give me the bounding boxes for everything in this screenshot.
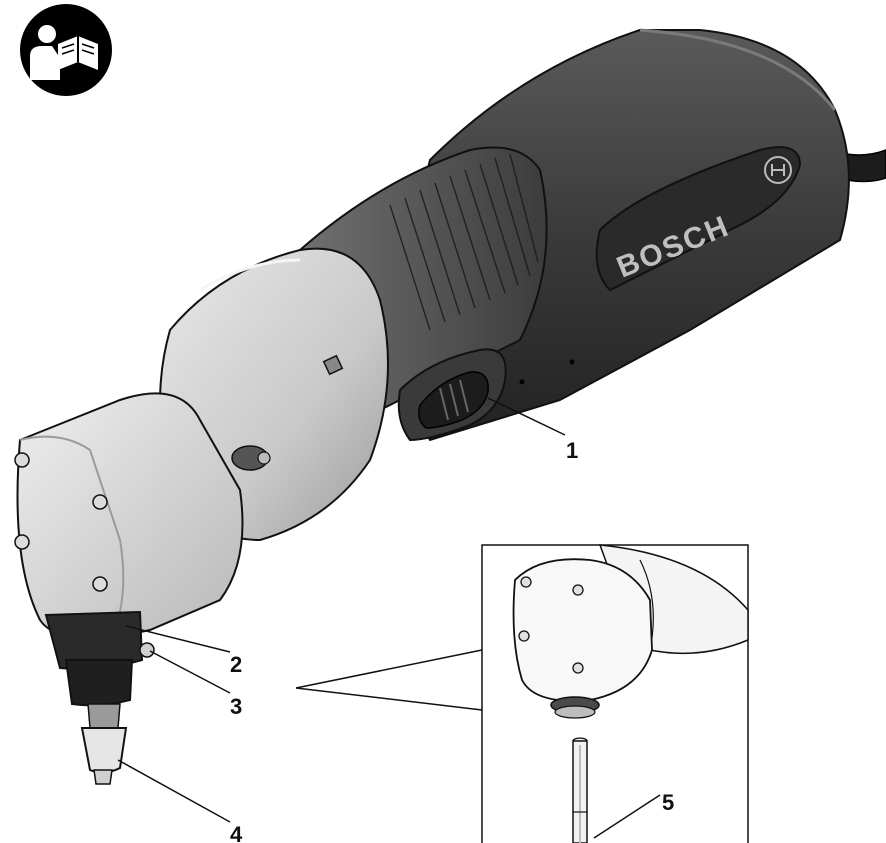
callout-5: 5 bbox=[662, 790, 674, 815]
inset-detail bbox=[295, 544, 749, 843]
read-manual-icon bbox=[20, 4, 112, 96]
cutting-head bbox=[14, 392, 244, 641]
brand-emblem-icon bbox=[764, 156, 792, 184]
die-holder bbox=[44, 610, 155, 785]
locking-screw bbox=[139, 642, 155, 658]
die bbox=[80, 727, 128, 774]
callout-1: 1 bbox=[566, 438, 578, 463]
callout-4: 4 bbox=[230, 822, 243, 843]
leader-lines bbox=[117, 397, 661, 839]
brand-panel bbox=[595, 146, 802, 292]
callout-2: 2 bbox=[230, 652, 242, 677]
on-off-switch bbox=[397, 348, 507, 442]
callout-3: 3 bbox=[230, 694, 242, 719]
callout-labels: 1 2 3 4 5 bbox=[230, 438, 674, 843]
